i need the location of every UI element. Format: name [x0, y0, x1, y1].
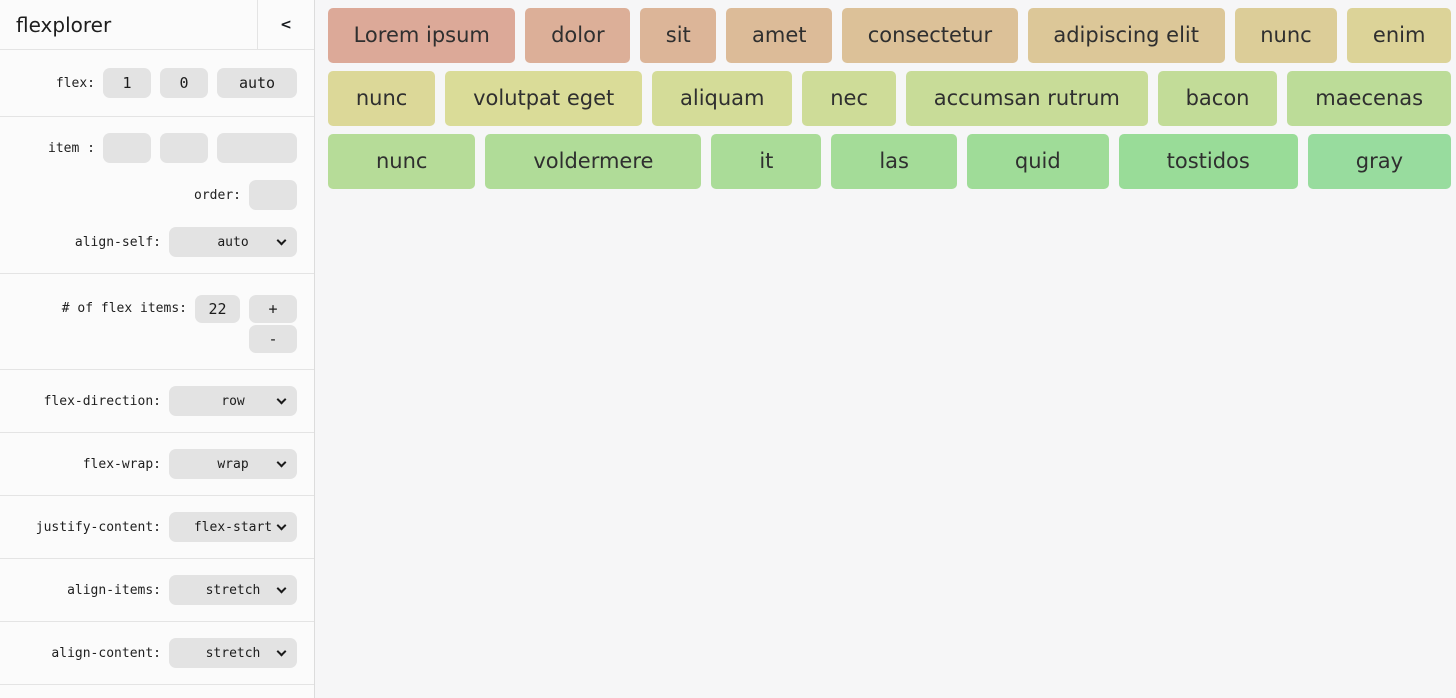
flex-shrink-input[interactable] [160, 68, 208, 98]
flex-label: flex: [55, 75, 95, 91]
align-items-label: align-items: [67, 582, 161, 598]
flex-direction-select[interactable]: row [169, 386, 297, 416]
count-stepper: + - [249, 295, 297, 353]
flex-item[interactable]: Lorem ipsum [328, 8, 516, 63]
remove-item-button[interactable]: - [249, 325, 297, 353]
flex-item[interactable]: bacon [1157, 71, 1278, 126]
chevron-down-icon [276, 235, 287, 246]
flex-item[interactable]: tostidos [1118, 134, 1298, 189]
item-section: item : order: align-self: auto [0, 117, 314, 274]
collapse-sidebar-button[interactable]: < [257, 0, 314, 49]
flex-wrap-select[interactable]: wrap [169, 449, 297, 479]
flex-item[interactable]: consectetur [842, 8, 1018, 63]
order-label: order: [194, 187, 241, 203]
flex-item[interactable]: nunc [1234, 8, 1338, 63]
flex-items-count-input[interactable] [195, 295, 240, 323]
flex-item[interactable]: adipiscing elit [1027, 8, 1225, 63]
sidebar-header: flexplorer < [0, 0, 314, 50]
flex-item[interactable]: nunc [328, 134, 476, 189]
flex-item[interactable]: amet [726, 8, 833, 63]
align-content-section: align-content: stretch [0, 622, 314, 685]
justify-content-section: justify-content: flex-start [0, 496, 314, 559]
flex-items-count-label: # of flex items: [61, 301, 187, 316]
flex-item[interactable]: nunc [328, 71, 436, 126]
flex-item[interactable]: enim [1347, 8, 1452, 63]
align-self-select[interactable]: auto [169, 227, 297, 257]
flex-direction-section: flex-direction: row [0, 370, 314, 433]
justify-content-value: flex-start [193, 519, 273, 535]
flex-basis-input[interactable] [217, 68, 297, 98]
flex-direction-label: flex-direction: [43, 393, 161, 409]
flex-item[interactable]: aliquam [652, 71, 793, 126]
item-flex-basis-input[interactable] [217, 133, 297, 163]
item-count-section: # of flex items: + - [0, 274, 314, 370]
align-self-label: align-self: [74, 234, 161, 250]
justify-content-label: justify-content: [35, 519, 161, 535]
flex-item[interactable]: sit [640, 8, 717, 63]
chevron-down-icon [276, 394, 287, 405]
item-flex-grow-input[interactable] [103, 133, 151, 163]
flex-item[interactable]: voldermere [485, 134, 702, 189]
chevron-left-icon: < [280, 16, 292, 33]
align-items-section: align-items: stretch [0, 559, 314, 622]
item-label: item : [48, 140, 95, 156]
order-input[interactable] [249, 180, 297, 210]
flex-item[interactable]: las [831, 134, 957, 189]
align-content-label: align-content: [51, 645, 161, 661]
flex-shorthand-section: flex: [0, 50, 314, 117]
flex-grow-input[interactable] [103, 68, 151, 98]
flex-item[interactable]: nec [802, 71, 896, 126]
flex-item[interactable]: volutpat eget [445, 71, 643, 126]
justify-content-select[interactable]: flex-start [169, 512, 297, 542]
flex-item[interactable]: it [711, 134, 822, 189]
flex-item[interactable]: dolor [525, 8, 631, 63]
app-title: flexplorer [16, 12, 112, 37]
align-items-value: stretch [205, 582, 261, 598]
chevron-down-icon [276, 457, 287, 468]
align-self-value: auto [217, 234, 249, 250]
flex-item[interactable]: accumsan rutrum [905, 71, 1148, 126]
flex-wrap-section: flex-wrap: wrap [0, 433, 314, 496]
align-content-select[interactable]: stretch [169, 638, 297, 668]
item-flex-shrink-input[interactable] [160, 133, 208, 163]
chevron-down-icon [276, 583, 287, 594]
add-item-button[interactable]: + [249, 295, 297, 323]
chevron-down-icon [276, 520, 287, 531]
align-items-select[interactable]: stretch [169, 575, 297, 605]
flex-direction-value: row [221, 393, 245, 409]
flex-item[interactable]: gray [1307, 134, 1451, 189]
sidebar: flexplorer < flex: item : order: align-s… [0, 0, 315, 698]
flex-item[interactable]: maecenas [1287, 71, 1451, 126]
flex-item[interactable]: quid [966, 134, 1109, 189]
chevron-down-icon [276, 646, 287, 657]
flex-wrap-label: flex-wrap: [82, 456, 161, 472]
align-content-value: stretch [205, 645, 261, 661]
flex-wrap-value: wrap [217, 456, 249, 472]
